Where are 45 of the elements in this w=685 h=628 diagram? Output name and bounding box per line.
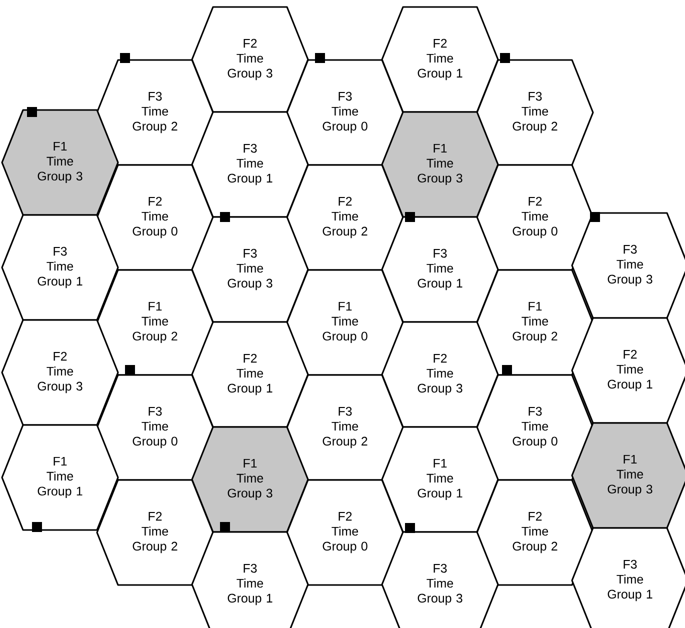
hexagon-cell: F3 Time Group 1 <box>571 527 685 628</box>
hexagon-cell: F2 Time Group 3 <box>1 319 119 426</box>
hexagon-cell: F2 Time Group 0 <box>286 479 404 586</box>
node-label: Time Group 1 <box>608 574 652 602</box>
hexagon-cell: F2 Time Group 1 <box>571 317 685 424</box>
hexagon-cell: F3 Time Group 2 <box>476 59 594 166</box>
hexagon-cell: F2 Time Group 2 <box>476 479 594 586</box>
hexagon-cell: F3 Time Group 0 <box>96 374 214 481</box>
hexagon-cell: F3 Time Group 2 <box>96 59 214 166</box>
hexagon-cell: F3 Time Group 1 <box>191 111 309 218</box>
hexagon-cell: F1 Time Group 3 <box>191 426 309 533</box>
node-label: Time Group 3 <box>608 260 652 286</box>
hexagon-cell: F1 Time Group 3 <box>571 422 685 529</box>
hexagon-cell: F3 Time Group 0 <box>476 374 594 481</box>
hexagon-cell: F2 Time Group 3 <box>191 6 309 113</box>
hexagon-cell: F2 Time Group 1 <box>191 321 309 428</box>
hexagon-cell: F3 Time Group 3 <box>571 212 685 319</box>
node-label: F3 <box>244 564 257 573</box>
hexagon-cell: F1 Time Group 0 <box>286 269 404 376</box>
node-label: Time Group 1 <box>608 364 652 392</box>
hexagon-cell: F3 Time Group 2 <box>286 374 404 481</box>
node-label: Time Group 3 <box>418 578 462 606</box>
hexagon-cell: F1 Time Group 2 <box>476 269 594 376</box>
hexagon-cell: F1 Time Group 3 <box>1 109 119 216</box>
hexagon-cell: F1 Time Group 1 <box>381 426 499 533</box>
hexagon-cell: F2 Time Group 1 <box>381 6 499 113</box>
hexagon-cell: F2 Time Group 0 <box>96 164 214 271</box>
hexagon-cell: F2 Time Group 3 <box>381 321 499 428</box>
hexagon-cell: F3 Time Group 1 <box>381 216 499 323</box>
node-label: F3 <box>624 560 637 569</box>
node-label: Time Group 1 <box>228 578 272 606</box>
hexagon-cell: F3 Time Group 1 <box>1 214 119 321</box>
hexagon-cell: F3 Time Group 1 <box>191 531 309 628</box>
node-label: F3 <box>624 244 637 254</box>
hexagon-cell: F1 Time Group 2 <box>96 269 214 376</box>
node-label: F2 <box>624 350 637 359</box>
hexagon-cell: F1 Time Group 3 <box>381 111 499 218</box>
hexagon-cell: F2 Time Group 0 <box>476 164 594 271</box>
hexagon-cell: F3 Time Group 3 <box>191 216 309 323</box>
hexagon-cell: F3 Time Group 3 <box>381 531 499 628</box>
hexagon-cell: F2 Time Group 2 <box>96 479 214 586</box>
hexagon-cell: F2 Time Group 2 <box>286 164 404 271</box>
hexagon-cell: F1 Time Group 1 <box>1 424 119 531</box>
hexagon-cell: F3 Time Group 0 <box>286 59 404 166</box>
node-label: F3 <box>434 564 447 573</box>
